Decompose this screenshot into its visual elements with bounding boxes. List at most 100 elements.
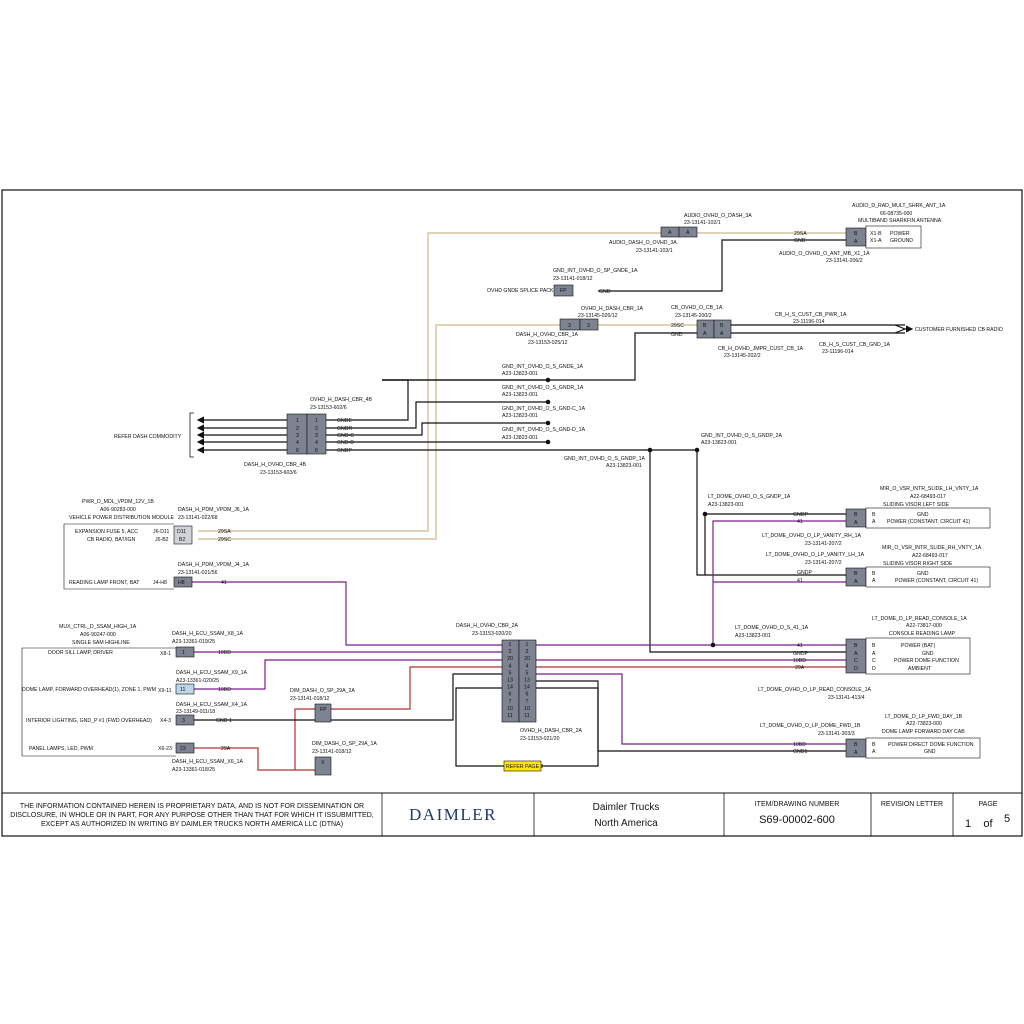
wire-label: GNDP xyxy=(337,448,353,454)
component-desc: MULTIBAND SHARKFIN ANTENNA xyxy=(858,218,942,224)
disclaimer-line: THE INFORMATION CONTAINED HEREIN IS PROP… xyxy=(20,803,364,810)
pin-id: C xyxy=(872,658,876,664)
splice-dot xyxy=(545,399,551,405)
sheet-frame xyxy=(1,189,1023,837)
pin-label: 6 xyxy=(509,692,512,698)
pin-label: 7 xyxy=(509,699,512,705)
part-number: 23-13149-011/18 xyxy=(176,709,215,715)
pin-label: A xyxy=(854,520,858,526)
connector-name: CB_OVHD_O_CB_1A xyxy=(671,305,723,311)
component-name: PWR_D_MDL_VPDM_12V_1B xyxy=(82,499,154,505)
ssam-module: MUX_CTRL_D_SSAM_HIGH_1A A06-90247-000 SI… xyxy=(21,624,247,773)
title-block: THE INFORMATION CONTAINED HEREIN IS PROP… xyxy=(10,793,1010,836)
part-number: A23-13823-001 xyxy=(502,435,538,441)
wire-label: GNDE xyxy=(337,418,353,424)
part-number: 23-13141-018/12 xyxy=(553,276,593,282)
pin-label: B xyxy=(872,571,876,577)
connector-name: AUDIO_O_OVHD_O_ANT_MB_X1_1A xyxy=(779,251,870,257)
component-name: LT_DOME_D_LP_FWD_DAY_1B xyxy=(885,714,963,720)
part-number: A23-13361-018/25 xyxy=(172,767,215,773)
part-number: A23-13823-001 xyxy=(701,440,737,446)
pin-desc: POWER DOME FUNCTION xyxy=(894,658,959,664)
pin-label: 3 xyxy=(182,718,185,724)
component-name: MIR_O_VSR_INTR_SLIDE_RH_VNTY_1A xyxy=(882,545,982,551)
pin-label: 7 xyxy=(526,699,529,705)
part-number: 23-13141-206/2 xyxy=(826,258,863,264)
pin-label: 5 xyxy=(526,670,529,676)
splice-dot xyxy=(545,377,551,383)
pin-label: 3 xyxy=(587,323,590,329)
pin-label: B xyxy=(854,643,858,649)
pin-label: B xyxy=(854,512,858,518)
ssam-row: DOME LAMP, FORWARD OVERHEAD(1), ZONE 1, … xyxy=(22,687,156,693)
company-name: Daimler Trucks xyxy=(593,802,660,813)
part-number: 23-11196-014 xyxy=(793,319,825,325)
pin-label: H8 xyxy=(178,580,185,586)
connector-name: OVHD_H_DASH_CBR_2A xyxy=(520,728,583,734)
pin-id: X9-11 xyxy=(158,688,172,694)
splice-name: LT_DOME_OVHD_O_S_GNDP_1A xyxy=(708,494,791,500)
part-number: A06-90283-000 xyxy=(100,507,136,513)
part-number: A23-13361-020/25 xyxy=(176,678,219,684)
connector-name: AUDIO_DASH_O_OVHD_3A xyxy=(609,240,677,246)
part-number: 23-13141-021/56 xyxy=(178,570,218,576)
sharkfin-antenna: AUDIO_D_RAD_MULT_SHRK_ANT_1A 66-08735-00… xyxy=(779,203,946,264)
splice-dot xyxy=(545,439,551,445)
splice-dot xyxy=(702,511,708,517)
pin-label: FP xyxy=(560,288,567,294)
pin-label: 3 xyxy=(296,433,299,439)
wire-name: CB_H_S_CUST_CB_GND_1A xyxy=(819,342,890,348)
pin-id: X1-A xyxy=(870,238,882,244)
wire-label: 29A xyxy=(795,665,805,671)
pin-id: X8-1 xyxy=(160,651,171,657)
part-number: 23-13153-603/6 xyxy=(260,470,297,476)
pin-label: 20 xyxy=(507,656,513,662)
pin-id: X4-3 xyxy=(160,718,171,724)
component-name: AUDIO_D_RAD_MULT_SHRK_ANT_1A xyxy=(852,203,946,209)
wire-gndp-reading xyxy=(649,450,846,653)
part-number: 23-13141-022/68 xyxy=(178,515,218,521)
wire-29a-main xyxy=(194,747,315,771)
pin-label: 6 xyxy=(526,692,529,698)
ssam-row: DOOR SILL LAMP, DRIVER xyxy=(48,650,113,656)
pin-label: A xyxy=(872,578,876,584)
splice-dots xyxy=(545,377,716,648)
pin-id: J4-H8 xyxy=(153,580,167,586)
pin-id: J6-B2 xyxy=(155,537,169,543)
splice-dot xyxy=(647,447,653,453)
ovhd-dash-cbr-4b: OVHD_H_DASH_CBR_4B 23-13153-602/6 1 2 3 … xyxy=(114,397,373,476)
pin-label: 14 xyxy=(524,685,530,691)
component-name: MIR_O_VSR_INTR_SLIDE_LH_VNTY_1A xyxy=(880,486,979,492)
splice-dot xyxy=(545,420,551,426)
component-desc: VEHICLE POWER DISTRIBUTION MODULE xyxy=(69,515,174,521)
part-number: 23-13153-025/12 xyxy=(528,340,568,346)
component-name: LT_DOME_D_LP_READ_CONSOLE_1A xyxy=(872,616,967,622)
pin-label: 1 xyxy=(526,642,529,648)
part-number: 23-13153-602/6 xyxy=(310,405,347,411)
pin-label: 2 xyxy=(315,426,318,432)
part-number: 23-13141-018/12 xyxy=(290,696,330,702)
pin-label: A xyxy=(686,230,690,236)
pin-desc: AMBIENT xyxy=(908,666,932,672)
pin-label: A xyxy=(703,331,707,337)
part-number: A23-13823-001 xyxy=(735,633,771,639)
splice-name: GND_INT_OVHD_O_S_GNDR_1A xyxy=(502,385,584,391)
connector-name: LT_DOME_OVHD_O_LP_VANITY_RH_1A xyxy=(762,533,862,539)
pin-id: A xyxy=(872,651,876,657)
pin-desc: GND xyxy=(917,571,929,577)
wire-label: GND1 xyxy=(793,749,808,755)
splice-name: DIM_DASH_O_SP_29A_1A xyxy=(312,741,377,747)
part-number: 23-13141-207/2 xyxy=(805,560,842,566)
wire-label: GND xyxy=(671,332,683,338)
item-number-label: ITEM/DRAWING NUMBER xyxy=(755,801,840,808)
component-desc: SLIDING VISOR RIGHT SIDE xyxy=(883,561,953,567)
disclaimer-line: EXCEPT AS AUTHORIZED IN WRITING BY DAIML… xyxy=(41,821,343,828)
component-name: MUX_CTRL_D_SSAM_HIGH_1A xyxy=(59,624,137,630)
wire-name: CB_H_S_CUST_CB_PWR_1A xyxy=(775,312,847,318)
component-desc: SLIDING VISOR LEFT SIDE xyxy=(883,502,949,508)
pin-label: 4 xyxy=(315,440,318,446)
part-number: 23-13153-021/20 xyxy=(520,736,560,742)
pin-id: B xyxy=(872,643,876,649)
pin-label: 10 xyxy=(507,706,513,712)
